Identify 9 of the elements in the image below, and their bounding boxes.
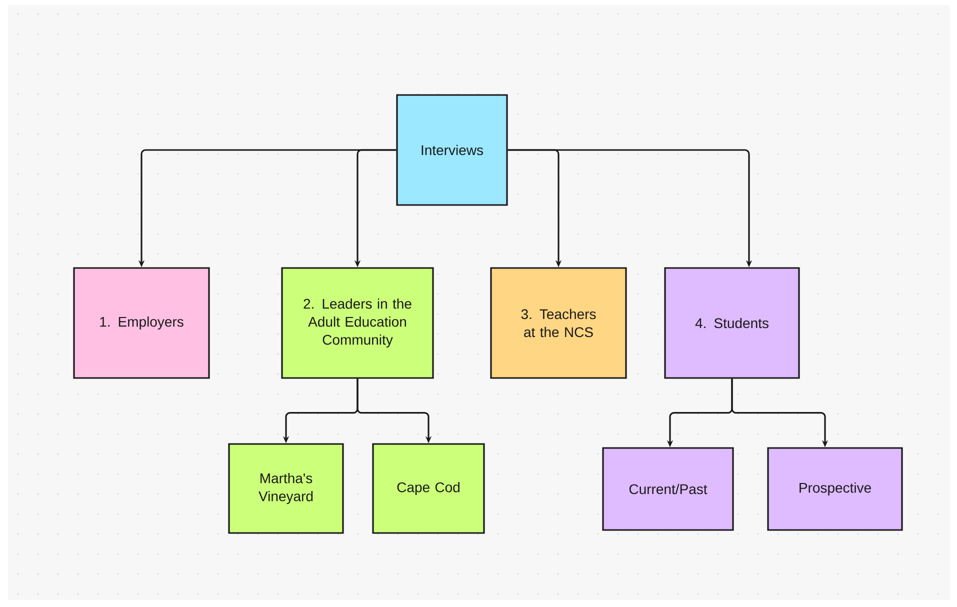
box: Martha's Vineyard bbox=[228, 443, 344, 534]
box: 1. Employers bbox=[73, 267, 210, 379]
box: Cape Cod bbox=[372, 443, 485, 534]
box: 2. Leaders in the Adult Education Community bbox=[281, 267, 434, 379]
box: Prospective bbox=[767, 447, 903, 531]
box: Interviews bbox=[396, 94, 508, 206]
box: 3. Teachers at the NCS bbox=[490, 267, 627, 379]
box: 4. Students bbox=[664, 267, 800, 379]
box: Current/Past bbox=[602, 447, 734, 531]
